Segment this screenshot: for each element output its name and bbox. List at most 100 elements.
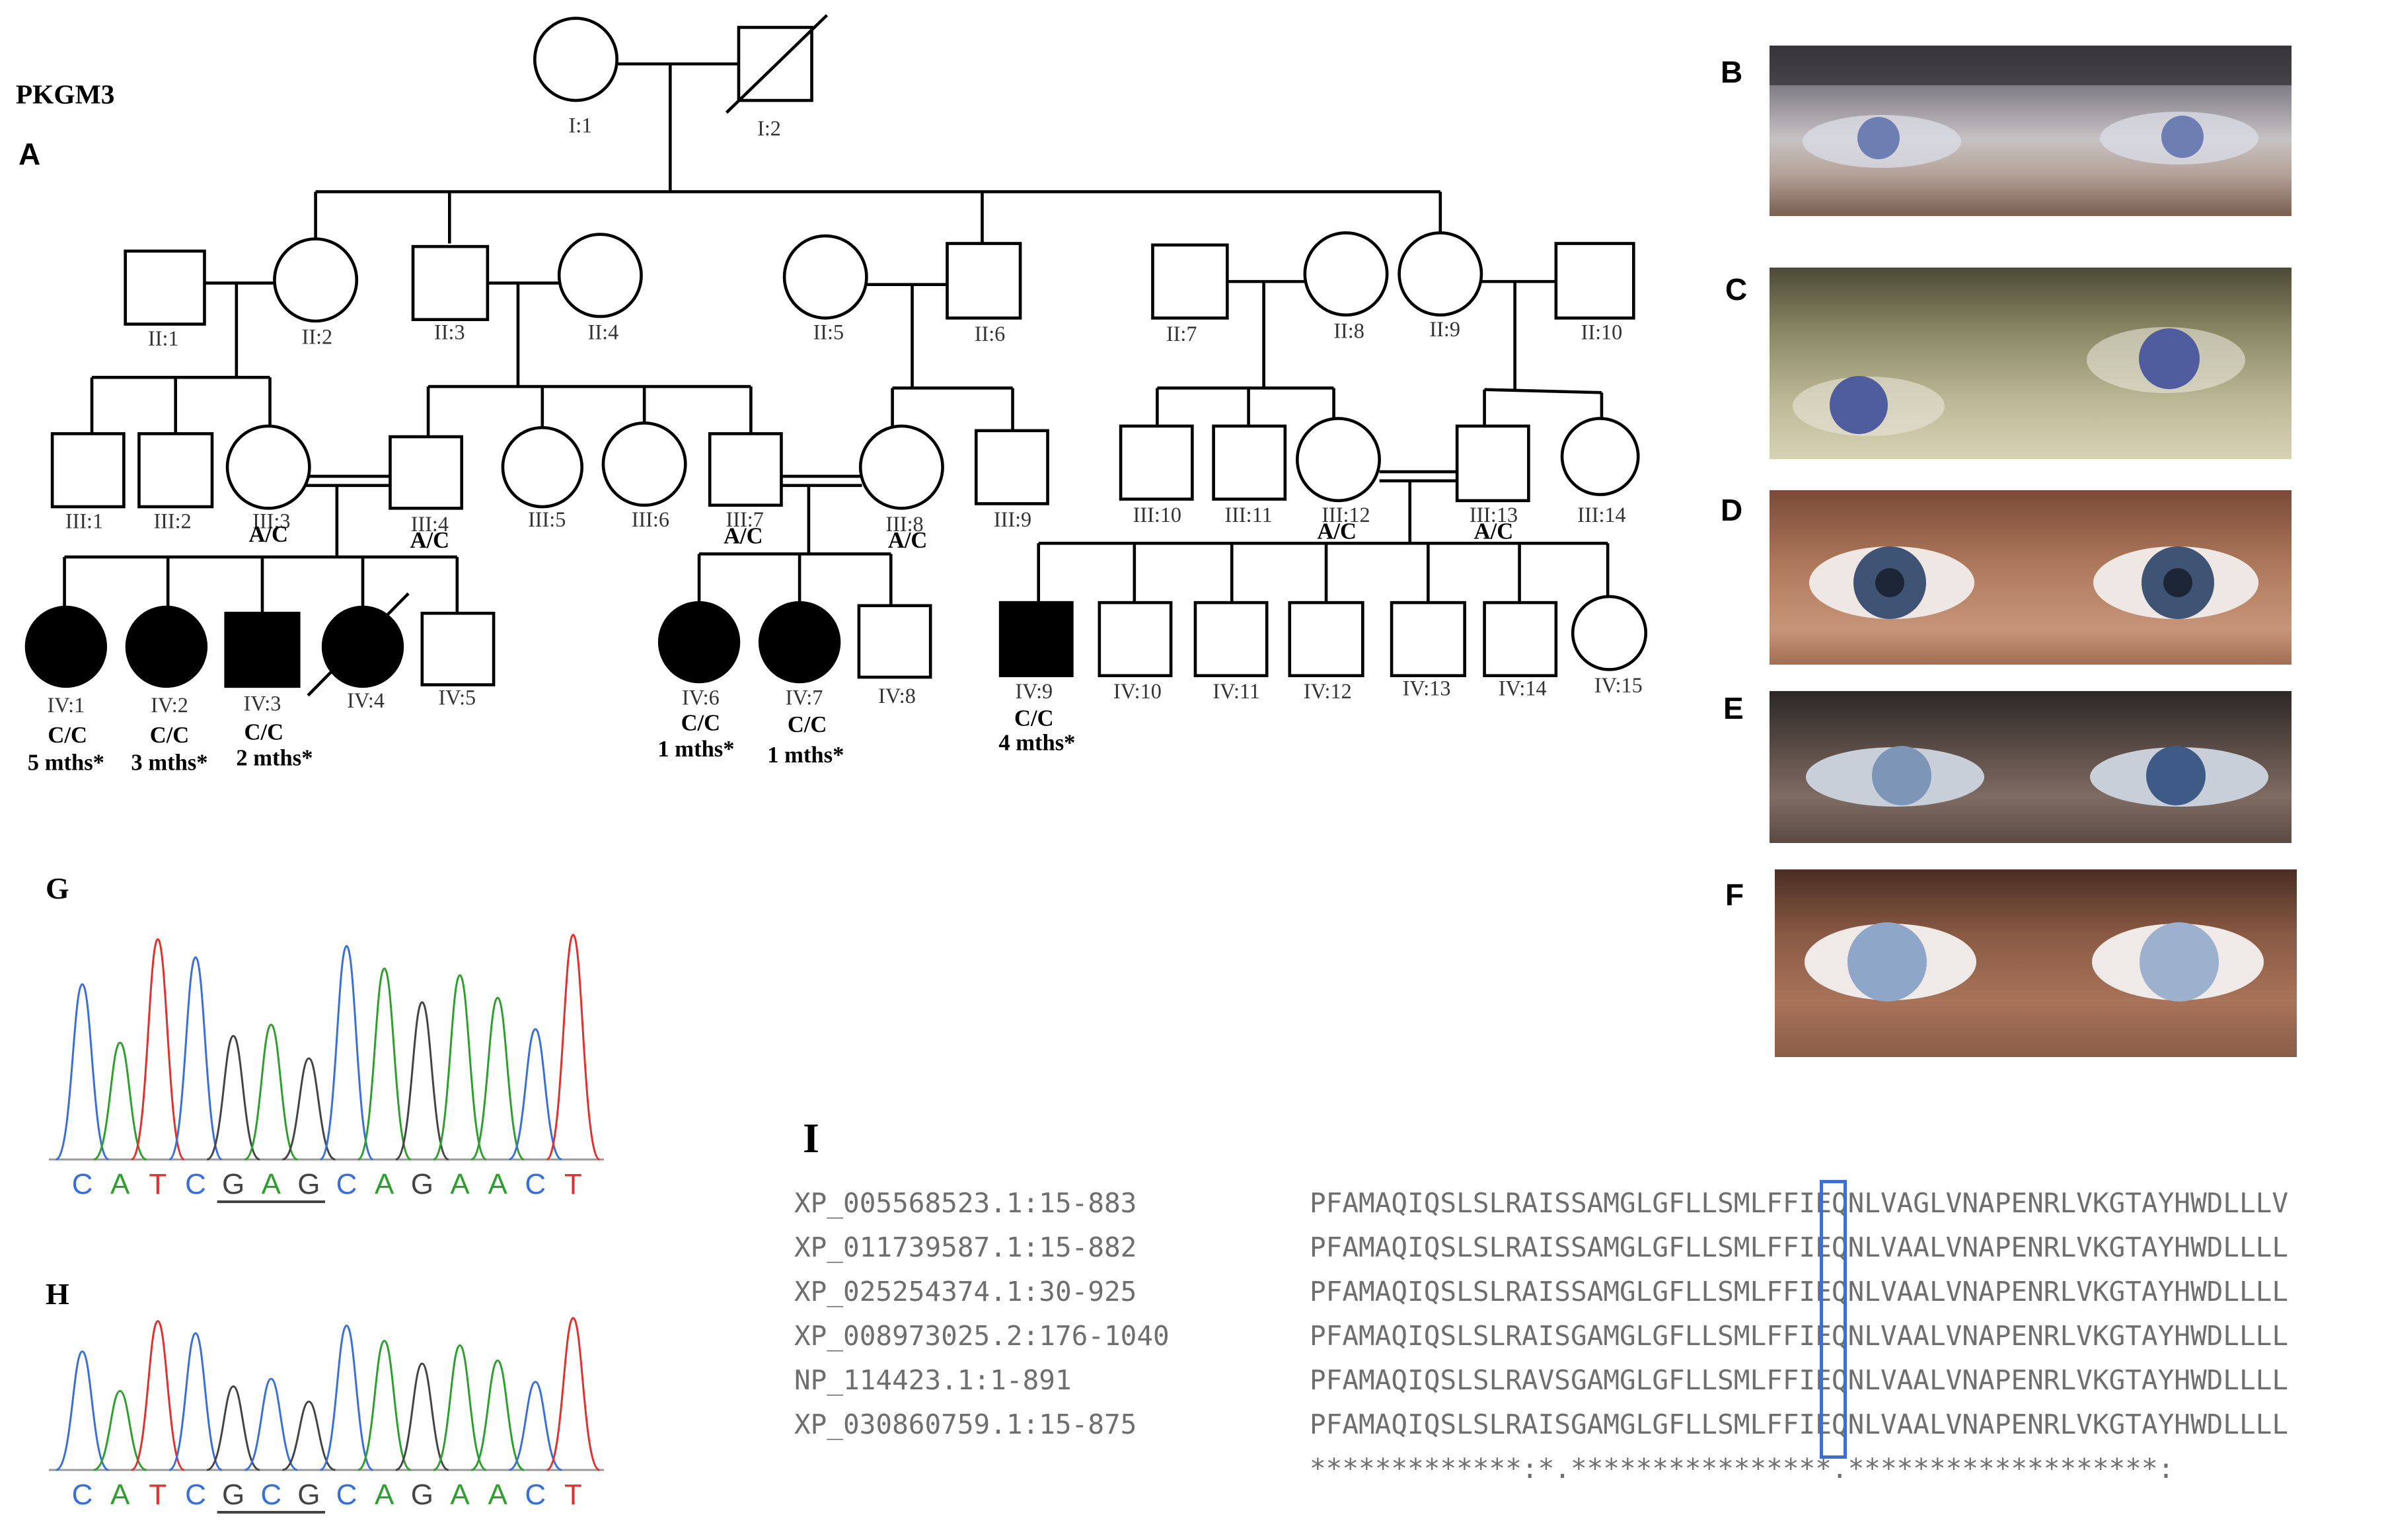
II-3-id: II:3	[434, 320, 465, 344]
chromatogram-H-peak	[395, 1362, 449, 1471]
alignment-consensus: *************:*.****************.*******…	[1310, 1453, 2175, 1485]
IV-14-symbol	[1483, 601, 1558, 677]
panel-label-A: A	[19, 137, 41, 171]
III-10-symbol	[1119, 424, 1194, 501]
chromatogram-G-base-label: G	[411, 1168, 433, 1200]
III-1-symbol	[50, 432, 126, 509]
alignment-row-sequence: PFAMAQIQSLSLRAISSAMGLGFLLSMLFFIEQNLVAALV…	[1310, 1276, 2289, 1307]
III-8-symbol	[858, 424, 944, 510]
chromatogram-G-peak	[244, 1023, 298, 1161]
alignment-row-id: XP_008973025.2:176-1040	[794, 1320, 1170, 1352]
III-7-id: III:7	[726, 507, 764, 531]
chromatogram-G-peak	[281, 1057, 336, 1161]
chromatogram-H-peak	[93, 1389, 147, 1471]
II-1-id: II:1	[148, 326, 179, 350]
chromatogram-H-peak	[168, 1332, 223, 1471]
chromatogram-H-base-label: C	[185, 1479, 206, 1511]
eye-photo-E-iris-left	[1872, 746, 1931, 805]
panel-label-H: H	[46, 1277, 69, 1311]
panel-label-G: G	[46, 871, 69, 905]
alignment-sequences: PFAMAQIQSLSLRAISSAMGLGFLLSMLFFIEQNLVAGLV…	[1310, 1181, 2288, 1491]
alignment-row-id: XP_030860759.1:15-875	[794, 1409, 1137, 1440]
III-3-genotype: A/C	[248, 522, 288, 547]
III-2-symbol	[137, 432, 214, 509]
III-5-symbol	[501, 425, 584, 509]
IV-4-id: IV:4	[347, 688, 385, 712]
chromatogram-H-peak	[546, 1317, 601, 1471]
IV-13-symbol	[1390, 601, 1466, 677]
IV-14-id: IV:14	[1499, 677, 1547, 700]
II-7-symbol	[1151, 243, 1229, 320]
chromatogram-H-base-label: C	[336, 1479, 357, 1511]
II-8-id: II:8	[1333, 318, 1364, 342]
IV-9-genotype: C/C	[1014, 706, 1054, 731]
chromatogram-H-base-label: A	[488, 1479, 507, 1511]
chromatogram-H-base-label: C	[260, 1479, 281, 1511]
II-2-symbol	[273, 237, 359, 323]
IV-2-genotype: C/C	[150, 723, 190, 748]
II-1-symbol	[124, 249, 206, 326]
IV-3-onset: 2 mths*	[236, 746, 313, 771]
chromatogram-G-peak	[546, 934, 601, 1161]
chromatogram-H-base-label: G	[411, 1479, 433, 1511]
chromatogram-G-peak	[55, 983, 110, 1161]
chromatogram-H-peak	[357, 1339, 412, 1471]
chromatogram-G-peak	[508, 1028, 562, 1161]
IV-11-symbol	[1193, 601, 1269, 677]
IV-10-symbol	[1098, 601, 1173, 677]
IV-1-genotype: C/C	[48, 723, 87, 748]
II-7-id: II:7	[1166, 322, 1197, 346]
chromatogram-G-peak	[206, 1035, 260, 1161]
II-8-symbol	[1303, 231, 1389, 317]
alignment-row-sequence: PFAMAQIQSLSLRAISGAMGLGFLLSMLFFIEQNLVAALV…	[1310, 1320, 2289, 1352]
chromatogram-H-peak	[508, 1381, 562, 1471]
IV-9-id: IV:9	[1015, 679, 1053, 703]
family-id: PKGM3	[16, 79, 115, 110]
alignment-row-sequence: PFAMAQIQSLSLRAISGAMGLGFLLSMLFFIEQNLVAALV…	[1310, 1409, 2289, 1440]
II-4-id: II:4	[588, 320, 619, 344]
chromatogram-G-peak	[357, 967, 412, 1161]
IV-7-genotype: C/C	[788, 712, 827, 737]
chromatogram-H-peak	[281, 1400, 336, 1471]
chromatogram-H-peak	[470, 1359, 525, 1471]
eye-photo-E	[1770, 691, 2292, 843]
chromatogram-G-base-label: A	[110, 1168, 130, 1200]
IV-1-id: IV:1	[48, 693, 85, 717]
III-9-symbol	[974, 429, 1049, 505]
IV-13-id: IV:13	[1403, 677, 1451, 700]
II-6-symbol	[946, 242, 1022, 320]
IV-10-id: IV:10	[1113, 679, 1162, 703]
pedigree-lines	[63, 62, 1610, 614]
chromatogram-G-base-label: G	[297, 1168, 320, 1200]
III-7-genotype: A/C	[724, 523, 763, 548]
chromatogram-H-peak	[131, 1320, 185, 1471]
eye-photo-B-iris-left	[1857, 117, 1900, 159]
chromatogram-G-base-label: C	[525, 1168, 546, 1200]
IV-9-onset: 4 mths*	[998, 731, 1075, 756]
IV-8-symbol	[857, 604, 932, 679]
chromatogram-G-base-label: C	[336, 1168, 357, 1200]
III-7-symbol	[708, 432, 783, 507]
II-4-symbol	[557, 233, 643, 318]
II-6-id: II:6	[975, 322, 1006, 346]
chromatogram-G-peak	[168, 956, 223, 1161]
chromatogram-H-base-label: C	[72, 1479, 93, 1511]
IV-3-symbol	[224, 611, 301, 688]
IV-6-symbol	[657, 601, 741, 684]
alignment-row-sequence: PFAMAQIQSLSLRAVSGAMGLGFLLSMLFFIEQNLVAALV…	[1310, 1364, 2289, 1396]
chromatogram-H-base-label: G	[222, 1479, 244, 1511]
II-9-id: II:9	[1429, 317, 1460, 341]
II-3-symbol	[411, 244, 490, 322]
III-9-id: III:9	[994, 507, 1031, 531]
chromatogram-H-peak	[206, 1385, 260, 1471]
III-12-symbol	[1295, 417, 1381, 503]
eye-photo-B	[1770, 46, 2292, 216]
chromatogram-G-base-label: A	[262, 1168, 281, 1200]
II-9-symbol	[1398, 231, 1483, 317]
IV-6-onset: 1 mths*	[657, 737, 734, 762]
III-12-genotype: A/C	[1317, 519, 1356, 544]
